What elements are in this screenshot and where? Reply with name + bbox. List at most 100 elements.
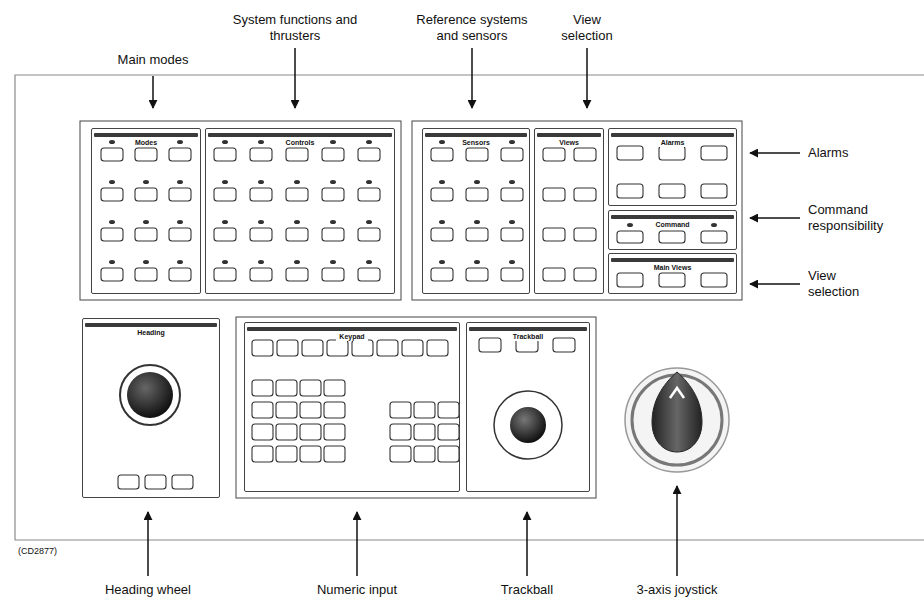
panel-button xyxy=(701,273,727,287)
panel-button xyxy=(324,402,345,418)
panel-button xyxy=(300,402,321,418)
indicator-lamp xyxy=(711,223,717,227)
panel-button xyxy=(250,148,272,161)
indicator-lamp xyxy=(109,220,115,224)
panel-button xyxy=(390,424,411,440)
panel-button xyxy=(402,340,423,356)
section-header-bar: Views xyxy=(537,131,601,140)
panel-button xyxy=(431,148,453,161)
panel-button xyxy=(466,188,488,201)
panel-button xyxy=(466,228,488,241)
indicator-lamp xyxy=(177,220,183,224)
panel-button xyxy=(286,188,308,201)
indicator-lamp xyxy=(330,180,336,184)
panel-button xyxy=(543,268,565,281)
section-title: Modes xyxy=(132,138,160,147)
panel-button xyxy=(145,475,166,489)
indicator-lamp xyxy=(294,260,300,264)
callout-arrow xyxy=(676,486,678,576)
callout-label: Numeric input xyxy=(287,582,427,598)
section-header-bar: Sensors xyxy=(425,131,527,140)
callout-label: Command responsibility xyxy=(808,202,918,234)
indicator-lamp xyxy=(109,180,115,184)
panel-button xyxy=(135,188,157,201)
panel-button xyxy=(324,446,345,462)
callout-label: Main modes xyxy=(93,52,213,68)
panel-button xyxy=(390,402,411,418)
panel-button xyxy=(438,446,459,462)
panel-button xyxy=(169,188,191,201)
section-header-bar: Alarms xyxy=(611,131,734,140)
panel-button xyxy=(250,188,272,201)
indicator-lamp xyxy=(509,140,515,144)
indicator-lamp xyxy=(143,260,149,264)
callout-arrow xyxy=(750,152,800,154)
indicator-lamp xyxy=(143,180,149,184)
panel-button xyxy=(135,148,157,161)
callout-arrow xyxy=(356,512,358,576)
trackball-ball xyxy=(510,407,546,443)
indicator-lamp xyxy=(177,180,183,184)
panel-button xyxy=(479,338,501,352)
panel-button xyxy=(574,148,596,161)
indicator-lamp xyxy=(509,220,515,224)
panel-button xyxy=(214,228,236,241)
indicator-lamp xyxy=(222,260,228,264)
header-stripe xyxy=(537,133,601,137)
panel-button xyxy=(322,228,344,241)
callout-arrow xyxy=(750,217,800,219)
indicator-lamp xyxy=(439,220,445,224)
trackball-ring xyxy=(494,391,562,459)
indicator-lamp xyxy=(294,220,300,224)
header-stripe xyxy=(85,323,217,327)
panel-button xyxy=(414,424,435,440)
indicator-lamp xyxy=(109,140,115,144)
panel-button xyxy=(172,475,193,489)
panel-button xyxy=(300,446,321,462)
panel-button xyxy=(252,402,273,418)
panel-button xyxy=(169,148,191,161)
panel-button xyxy=(276,380,297,396)
section-header-bar: Trackball xyxy=(469,325,587,334)
indicator-lamp xyxy=(258,180,264,184)
indicator-lamp xyxy=(366,140,372,144)
panel-button xyxy=(617,146,643,160)
indicator-lamp xyxy=(366,260,372,264)
indicator-lamp xyxy=(222,180,228,184)
panel-button xyxy=(252,446,273,462)
panel-button xyxy=(701,231,727,243)
callout-label: 3-axis joystick xyxy=(607,582,747,598)
panel-button xyxy=(250,228,272,241)
callout-arrow xyxy=(471,48,473,108)
header-stripe xyxy=(425,133,527,137)
panel-button xyxy=(501,148,523,161)
indicator-lamp xyxy=(366,180,372,184)
panel-button xyxy=(169,228,191,241)
panel-button xyxy=(358,148,380,161)
section-header-bar: Command xyxy=(611,213,734,222)
panel-button xyxy=(501,228,523,241)
panel-button xyxy=(501,188,523,201)
indicator-lamp xyxy=(330,220,336,224)
control-panel-section: Main Views xyxy=(608,253,737,294)
header-stripe xyxy=(208,133,392,137)
panel-button xyxy=(101,188,123,201)
indicator-lamp xyxy=(258,140,264,144)
callout-arrows xyxy=(148,48,800,576)
panel-button xyxy=(414,446,435,462)
panel-button xyxy=(617,231,643,243)
panel-button xyxy=(701,146,727,160)
panel-button xyxy=(277,340,298,356)
indicator-lamp xyxy=(439,140,445,144)
panel-button xyxy=(377,340,398,356)
indicator-lamp xyxy=(258,220,264,224)
panel-button xyxy=(322,268,344,281)
panel-button xyxy=(302,340,323,356)
panel-button xyxy=(574,228,596,241)
panel-button xyxy=(617,273,643,287)
panel-button xyxy=(324,424,345,440)
indicator-lamp xyxy=(509,260,515,264)
panel-button xyxy=(250,268,272,281)
panel-button xyxy=(466,148,488,161)
